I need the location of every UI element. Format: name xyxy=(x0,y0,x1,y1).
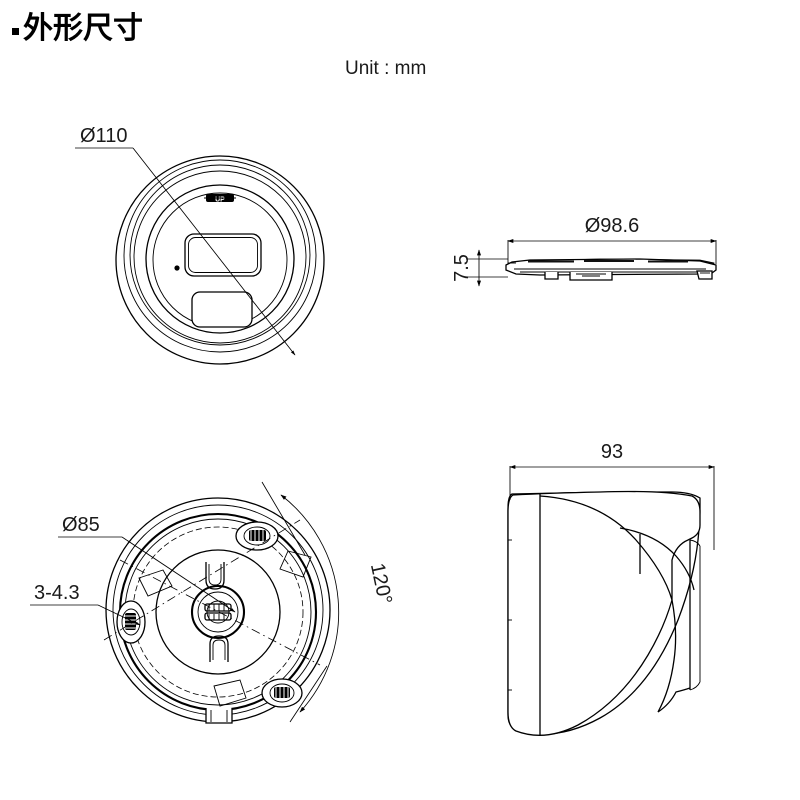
front-rim-circle-2 xyxy=(123,159,317,353)
front-rim-circle-4 xyxy=(133,170,307,344)
angle-dimension-120 xyxy=(261,481,340,723)
plate-diameter-dimension xyxy=(507,238,717,264)
plate-side-view-group: Ø98.6 7.5 xyxy=(451,215,717,287)
page-title: 外形尺寸 xyxy=(12,12,143,45)
front-bezel-circle xyxy=(145,184,295,334)
bolt-circle-label: Ø85 xyxy=(62,514,100,536)
hole-callout-leader xyxy=(30,604,141,626)
screw-boss-left xyxy=(116,600,146,644)
plate-profile xyxy=(505,258,717,281)
bolt-circle-leader xyxy=(58,536,236,613)
plate-thickness-dimension xyxy=(466,249,508,287)
back-hub-circle xyxy=(190,584,246,640)
back-inner-plate-circle xyxy=(155,549,281,675)
front-dimension-leader xyxy=(75,147,296,356)
bullet-icon xyxy=(12,28,19,35)
plate-diameter-label: Ø98.6 xyxy=(585,215,639,237)
screw-boss-bottom-right xyxy=(261,678,303,708)
microphone-dot xyxy=(174,265,180,271)
page-title-text: 外形尺寸 xyxy=(23,11,143,46)
ir-window xyxy=(191,291,253,328)
unit-label: Unit : mm xyxy=(345,58,427,79)
front-outer-circle xyxy=(115,155,325,365)
up-marking-text: UP xyxy=(215,197,225,204)
up-marking: UP xyxy=(204,194,236,204)
front-view-group: UP Ø110 xyxy=(75,125,325,365)
front-rim-circle-3 xyxy=(129,164,311,346)
camera-side-view-group: 93 xyxy=(507,441,715,736)
front-dimension-label: Ø110 xyxy=(80,125,127,147)
hole-callout-label: 3-4.3 xyxy=(34,582,80,604)
inner-plate-slots xyxy=(205,562,229,662)
side-depth-label: 93 xyxy=(601,441,623,463)
back-mount-view-group: 120° Ø85 3-4.3 xyxy=(30,481,396,724)
lens-window xyxy=(184,233,262,277)
side-depth-dimension xyxy=(509,464,715,550)
side-silhouette xyxy=(507,490,701,736)
back-hub-circle-2 xyxy=(197,591,239,633)
plate-thickness-label: 7.5 xyxy=(451,254,473,282)
angle-dimension-label: 120° xyxy=(366,561,396,606)
screw-boss-top-right xyxy=(235,521,279,551)
bottom-tab xyxy=(205,708,233,724)
